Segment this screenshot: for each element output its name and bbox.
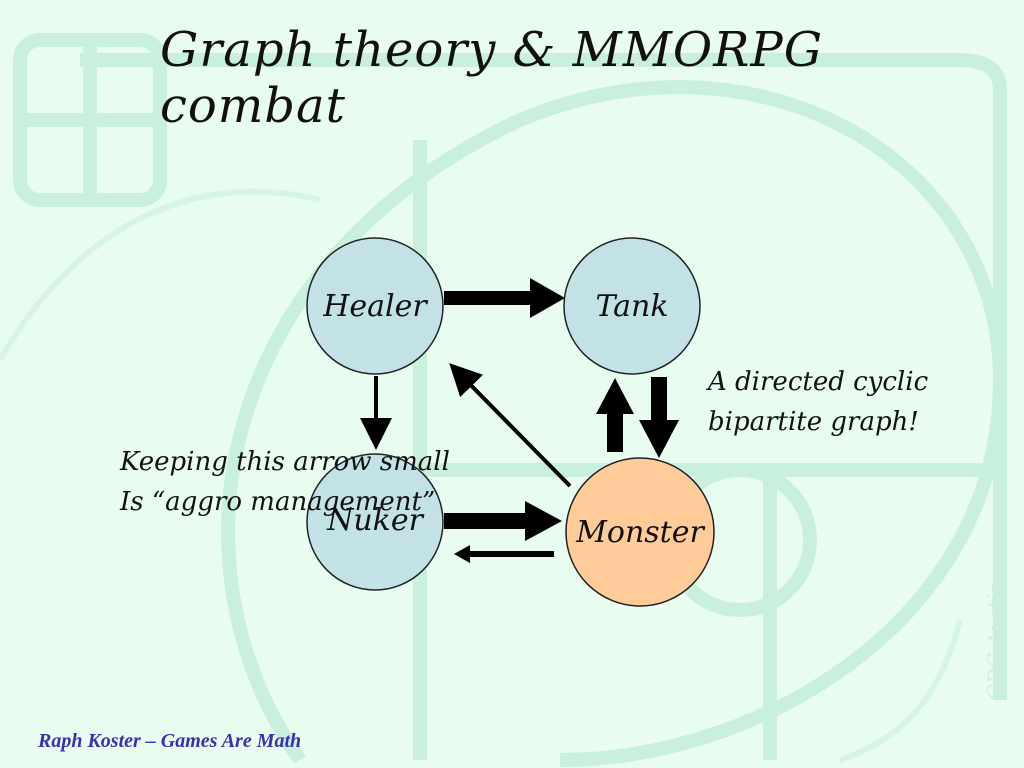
node-label-healer: Healer (322, 289, 428, 324)
node-monster (565, 457, 715, 607)
node-label-nuker: Nuker (326, 503, 425, 538)
node-nuker (306, 453, 444, 591)
cyclic-note-line-2: bipartite graph! (708, 407, 919, 437)
edge-nuker-to-monster (444, 501, 562, 541)
slide-footer: Raph Koster – Games Are Math (38, 730, 302, 752)
aggro-management-note: Keeping this arrow small Is “aggro manag… (120, 442, 450, 522)
edge-tank-to-monster (639, 377, 679, 458)
aggro-note-line-2: Is “aggro management” (120, 487, 436, 517)
node-label-monster: Monster (575, 515, 705, 550)
aggro-note-line-1: Keeping this arrow small (120, 447, 450, 477)
node-tank (563, 237, 701, 375)
edge-monster-to-nuker (454, 545, 554, 563)
edge-monster-to-healer (449, 363, 572, 488)
cyclic-note-line-1: A directed cyclic (708, 367, 929, 397)
node-label-tank: Tank (595, 289, 668, 324)
node-healer (306, 237, 444, 375)
cyclic-graph-note: A directed cyclic bipartite graph! (708, 362, 928, 442)
edge-monster-to-tank (596, 378, 634, 452)
watermark-text: GDC Austin (983, 581, 1007, 700)
edge-healer-to-tank (444, 278, 565, 318)
slide-title: Graph theory & MMORPG combat (160, 22, 824, 134)
